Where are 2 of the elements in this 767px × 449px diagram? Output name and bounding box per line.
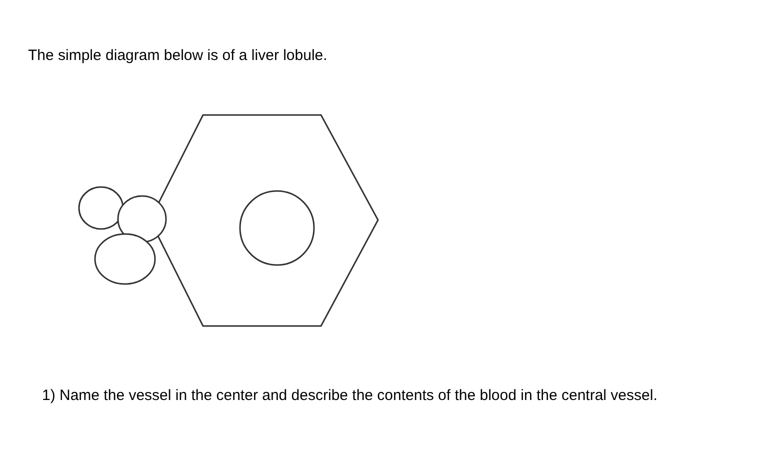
question-text: 1) Name the vessel in the center and describe the contents of the blood in the central vessel. — [42, 387, 658, 404]
title-text: The simple diagram below is of a liver lobule. — [28, 47, 328, 64]
